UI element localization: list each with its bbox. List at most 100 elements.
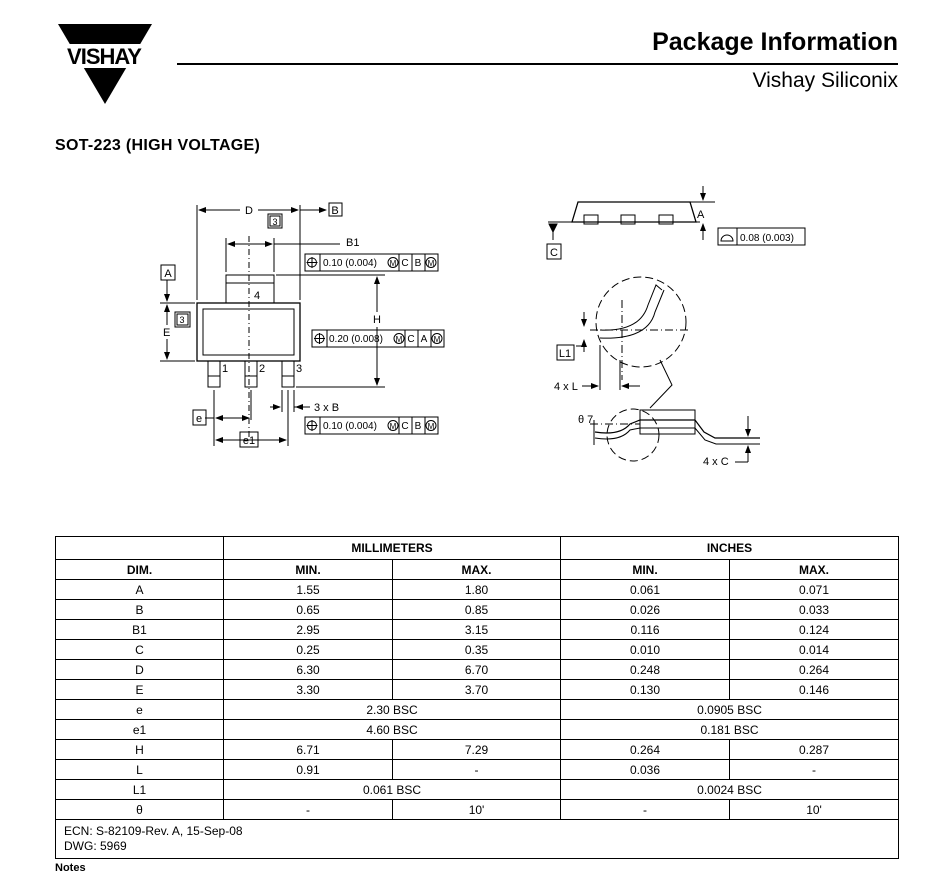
package-drawing: D B 3 B1 4 H A E 3 1 2 3 e e1 3 x B 0.10… [160,186,806,468]
table-cell: 0.124 [729,619,900,640]
note-3-label: 3 [272,217,277,227]
table-cell: C [55,639,224,660]
table-cell: e1 [55,719,224,740]
pin-1-label: 1 [222,363,228,375]
col-header-mm-min: MIN. [223,559,393,580]
pin-2-label: 2 [259,363,265,375]
table-cell: 1.55 [223,579,393,600]
table-row: θ-10'-10' [55,799,900,820]
mmc-symbol: M [434,335,441,344]
dim-E-label: E [163,327,170,339]
tol-frame-3: 0.10 (0.004) C B M M [304,416,439,435]
table-cell: 0.071 [729,579,900,600]
table-cell: 0.033 [729,599,900,620]
inches-header: INCHES [560,536,900,560]
table-cell: L1 [55,779,224,800]
vishay-logo: VISHAY [52,24,158,104]
table-cell: 0.248 [560,659,731,680]
table-cell: 0.146 [729,679,900,700]
flatness-text: 0.08 (0.003) [740,233,794,244]
table-cell: 3.15 [391,619,562,640]
table-cell: 2.95 [223,619,393,640]
table-cell: 0.061 BSC [222,779,562,800]
dim-3xB-label: 3 x B [314,402,339,414]
table-cell: - [729,759,900,780]
tol2-datum-A: A [421,334,428,345]
side-view-labels: A C 0.08 (0.003) [546,209,806,260]
dimensions-table: MILLIMETERS INCHES DIM. MIN. MAX. MIN. M… [54,536,900,859]
table-cell: 0.91 [223,759,393,780]
table-cell: H [55,739,224,760]
page-title: Package Information [652,28,898,56]
table-cell: 0.181 BSC [560,719,900,740]
table-cell: 0.25 [223,639,393,660]
table-cell: 2.30 BSC [222,699,562,720]
header-rule [177,63,898,65]
dim-A-label: A [697,209,705,221]
mmc-symbol: M [428,422,435,431]
note-3-label-2: 3 [179,315,184,325]
dim-H-label: H [373,314,381,326]
table-cell: 0.036 [560,759,731,780]
detail-view [576,276,760,463]
dim-D-label: D [245,205,253,217]
mmc-symbol: M [390,422,397,431]
mmc-symbol: M [390,259,397,268]
detail-view-labels: L1 4 x L θ 7 4 x C [554,344,729,468]
table-cell: 6.70 [391,659,562,680]
col-header-in-min: MIN. [560,559,731,580]
millimeters-header: MILLIMETERS [222,536,562,560]
table-cell: 0.85 [391,599,562,620]
col-header-mm-max: MAX. [391,559,562,580]
theta-label: θ 7 [578,414,593,426]
brand-text: VISHAY [67,44,142,69]
table-cell: 0.35 [391,639,562,660]
table-cell: 10' [391,799,562,820]
table-cell: 0.026 [560,599,731,620]
table-cell: 0.264 [729,659,900,680]
datum-A-label: A [164,268,172,280]
tol3-datum-B: B [415,421,422,432]
section-title: SOT-223 (HIGH VOLTAGE) [55,137,261,154]
dim-e-label: e [196,413,202,425]
table-cell: 0.0905 BSC [560,699,900,720]
dwg-text: DWG: 5969 [64,839,127,853]
table-cell: 10' [729,799,900,820]
tol3-datum-C: C [401,421,408,432]
table-footer-row: ECN: S-82109-Rev. A, 15-Sep-08 DWG: 5969 [54,819,900,859]
table-cell: e [55,699,224,720]
tol3-text: 0.10 (0.004) [323,421,377,432]
table-cell: 3.70 [391,679,562,700]
table-cell: B1 [55,619,224,640]
table-cell: L [55,759,224,780]
pin-3-label: 3 [296,363,302,375]
tab-4-label: 4 [254,290,260,302]
dim-e1-label: e1 [243,435,255,447]
table-cell: 7.29 [391,739,562,760]
table-cell: 1.80 [391,579,562,600]
col-header-in-max: MAX. [729,559,900,580]
table-cell: - [223,799,393,820]
dim-L1-label: L1 [559,348,571,360]
table-cell: 0.010 [560,639,731,660]
table-cell: A [55,579,224,600]
tol1-text: 0.10 (0.004) [323,258,377,269]
tol1-datum-B: B [415,258,422,269]
table-cell: D [55,659,224,680]
table-cell: 0.287 [729,739,900,760]
dim-4xC-label: 4 x C [703,456,729,468]
tol2-text: 0.20 (0.008) [329,334,383,345]
dim-4xL-label: 4 x L [554,381,578,393]
top-view-labels: D B 3 B1 4 H A E 3 1 2 3 e e1 3 x B [160,202,381,448]
